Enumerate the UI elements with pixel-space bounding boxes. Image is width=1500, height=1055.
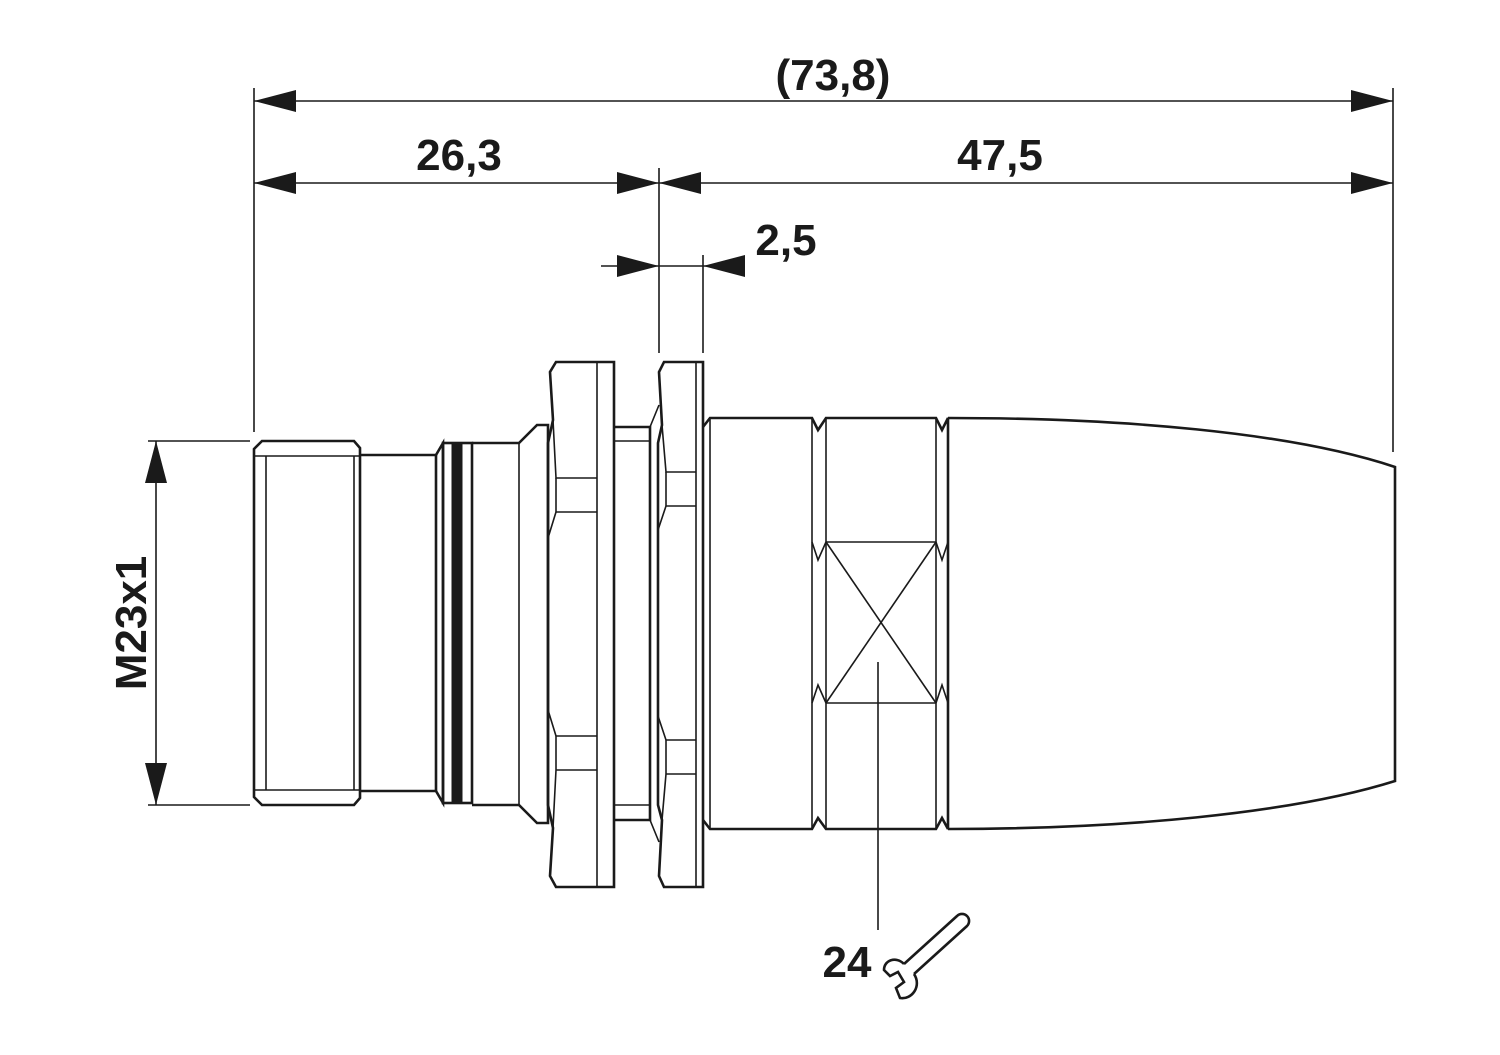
front-length-label: 26,3 (416, 131, 502, 180)
rear-length-label: 47,5 (957, 131, 1043, 180)
flange-dimension: 2,5 (601, 216, 817, 277)
thread-dimension: M23x1 (107, 441, 167, 805)
flange-thickness-label: 2,5 (755, 216, 816, 265)
thread-label: M23x1 (107, 556, 156, 691)
extension-lines (148, 88, 1394, 806)
wrench-flats (811, 541, 949, 704)
wrench-size-label: 24 (823, 938, 872, 987)
segment-dimensions: 26,3 47,5 (254, 131, 1393, 194)
wrench-callout: 24 (823, 662, 971, 1000)
connector-body (252, 360, 1397, 889)
wrench-icon (882, 912, 971, 1000)
overall-length-label: (73,8) (776, 51, 891, 100)
overall-dimension: (73,8) (254, 51, 1393, 112)
